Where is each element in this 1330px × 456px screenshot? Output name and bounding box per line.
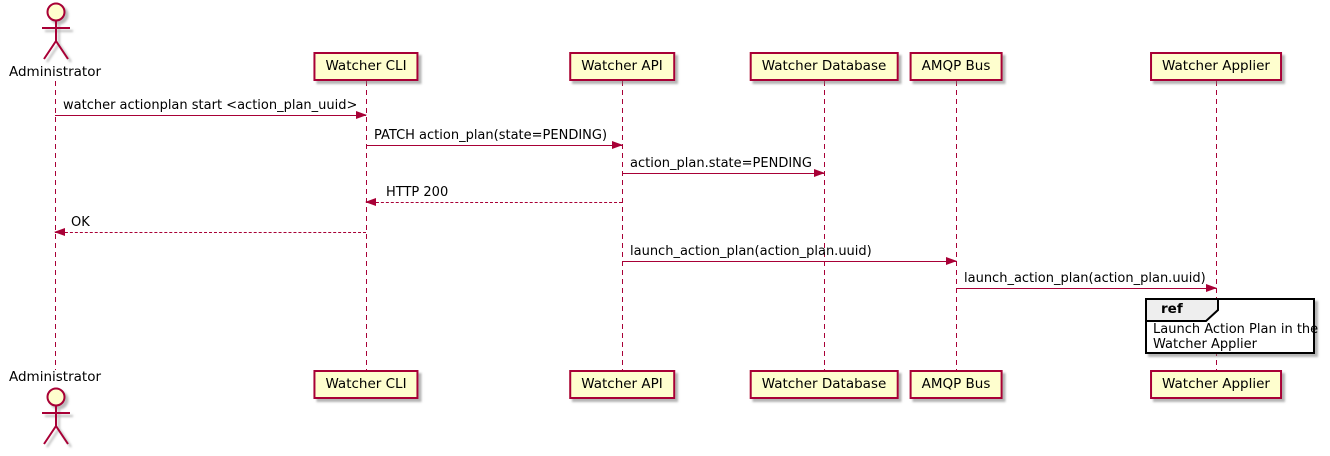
- message-launch-action-plan-amqp: launch_action_plan(action_plan.uuid): [622, 244, 957, 265]
- participant-watcher-database-bottom: Watcher Database: [749, 370, 899, 399]
- ref-tab-icon: [1145, 298, 1221, 326]
- participant-amqp-bus: AMQP Bus: [909, 52, 1003, 81]
- message-http-200: HTTP 200: [365, 185, 622, 206]
- message-actionplan-start: watcher actionplan start <action_plan_uu…: [55, 98, 367, 119]
- actor-icon-bottom: [36, 386, 76, 454]
- arrowhead-icon: [612, 141, 623, 149]
- message-ok: OK: [54, 215, 366, 236]
- arrowhead-icon: [814, 169, 825, 177]
- participant-watcher-database: Watcher Database: [749, 52, 899, 81]
- arrowhead-icon: [356, 111, 367, 119]
- lifeline-watcher-database: [824, 81, 825, 370]
- participant-watcher-cli: Watcher CLI: [313, 52, 419, 81]
- participant-watcher-applier-bottom: Watcher Applier: [1150, 370, 1282, 399]
- lifeline-watcher-cli: [366, 81, 367, 370]
- actor-label-administrator: Administrator: [8, 64, 102, 80]
- ref-text: Launch Action Plan in the Watcher Applie…: [1153, 322, 1319, 352]
- ref-fragment: ref Launch Action Plan in the Watcher Ap…: [1145, 298, 1319, 354]
- actor-label-administrator-bottom: Administrator: [8, 369, 102, 385]
- actor-icon: [36, 2, 76, 66]
- message-patch-action-plan: PATCH action_plan(state=PENDING): [366, 128, 623, 149]
- arrowhead-icon: [365, 198, 376, 206]
- lifeline-administrator: [55, 81, 56, 370]
- message-launch-action-plan-applier: launch_action_plan(action_plan.uuid): [956, 271, 1217, 292]
- lifeline-amqp-bus: [956, 81, 957, 370]
- lifeline-watcher-api: [622, 81, 623, 370]
- arrowhead-icon: [1206, 284, 1217, 292]
- participant-watcher-cli-bottom: Watcher CLI: [313, 370, 419, 399]
- ref-keyword: ref: [1161, 301, 1183, 317]
- message-action-plan-state-pending: action_plan.state=PENDING: [622, 156, 825, 177]
- participant-watcher-api-bottom: Watcher API: [569, 370, 675, 399]
- participant-amqp-bus-bottom: AMQP Bus: [909, 370, 1003, 399]
- lifeline-watcher-applier: [1216, 81, 1217, 370]
- participant-watcher-api: Watcher API: [569, 52, 675, 81]
- arrowhead-icon: [54, 228, 65, 236]
- arrowhead-icon: [946, 257, 957, 265]
- participant-watcher-applier: Watcher Applier: [1150, 52, 1282, 81]
